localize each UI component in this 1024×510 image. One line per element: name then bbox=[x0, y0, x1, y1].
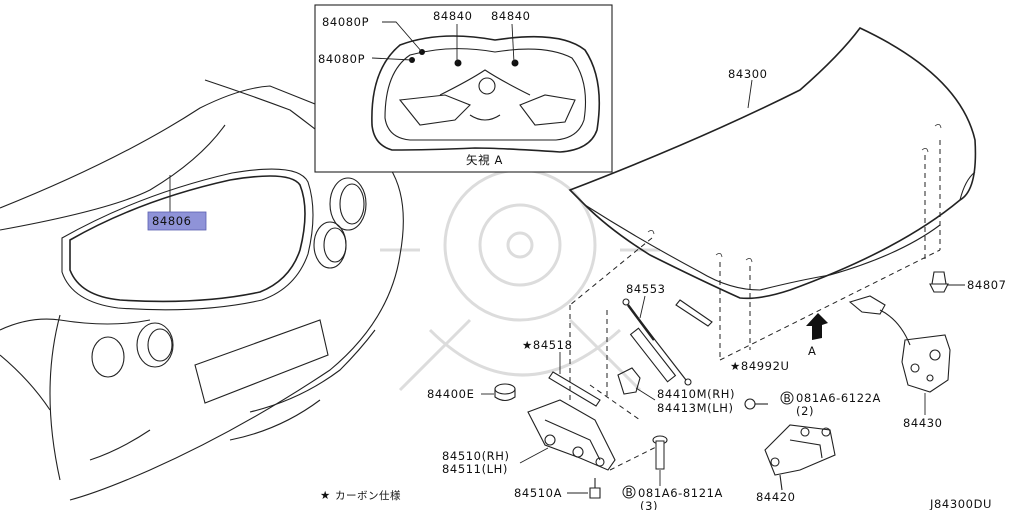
label-84510A[interactable]: 84510A bbox=[514, 486, 562, 500]
leader-84300 bbox=[747, 79, 753, 109]
label-84840-b[interactable]: 84840 bbox=[491, 9, 531, 23]
legend-symbol: ★ bbox=[320, 488, 331, 502]
trunk-lid bbox=[568, 26, 977, 300]
bracket-84992U bbox=[675, 299, 713, 327]
label-84992U[interactable]: ★84992U bbox=[730, 359, 790, 373]
svg-text:84806: 84806 bbox=[152, 214, 192, 228]
callout-bolt2[interactable]: B 081A6-8121A (3) bbox=[622, 485, 723, 510]
label-84080P-b[interactable]: 84080P bbox=[318, 52, 365, 66]
arrow-label-a: A bbox=[808, 344, 816, 358]
view-arrow-a bbox=[806, 313, 828, 340]
bolt1-marker: B bbox=[784, 393, 792, 405]
legend-text: カーボン仕様 bbox=[335, 489, 401, 502]
label-84400E[interactable]: 84400E bbox=[427, 387, 474, 401]
label-84413M[interactable]: 84413M(LH) bbox=[657, 401, 734, 415]
inset-view-a bbox=[314, 4, 613, 173]
bolt2-marker: B bbox=[626, 487, 634, 499]
label-84553[interactable]: 84553 bbox=[626, 282, 666, 296]
leader-84553 bbox=[639, 295, 646, 319]
car-body-outline bbox=[0, 79, 404, 501]
leader-84510 bbox=[519, 447, 549, 464]
label-84510[interactable]: 84510(RH) bbox=[442, 449, 510, 463]
gas-strut bbox=[622, 298, 692, 386]
strip-84518 bbox=[548, 371, 601, 407]
label-84300[interactable]: 84300 bbox=[728, 67, 768, 81]
label-bolt1-code[interactable]: 081A6-6122A bbox=[796, 391, 881, 405]
bolt-081A6-6122A bbox=[744, 398, 768, 410]
diagram-code: J84300DU bbox=[929, 497, 992, 510]
label-84430[interactable]: 84430 bbox=[903, 416, 943, 430]
label-84080P-a[interactable]: 84080P bbox=[322, 15, 369, 29]
legend: ★ カーボン仕様 bbox=[320, 488, 401, 502]
label-84807[interactable]: 84807 bbox=[967, 278, 1007, 292]
label-bolt2-qty: (3) bbox=[640, 499, 658, 510]
clip-84807 bbox=[929, 271, 949, 293]
dashed-guides bbox=[569, 140, 941, 471]
latch-84430 bbox=[848, 295, 951, 393]
lock-84420 bbox=[764, 424, 836, 491]
bolt-081A6-8121A bbox=[652, 435, 668, 470]
cap-84400E bbox=[494, 383, 516, 402]
label-84840-a[interactable]: 84840 bbox=[433, 9, 473, 23]
label-84518[interactable]: ★84518 bbox=[522, 338, 573, 352]
inset-caption: 矢視 A bbox=[466, 153, 503, 167]
callout-bolt1[interactable]: B 081A6-6122A (2) bbox=[780, 391, 881, 418]
hinge-84510 bbox=[527, 399, 616, 471]
label-bolt2-code[interactable]: 081A6-8121A bbox=[638, 486, 723, 500]
bolt-84510A bbox=[589, 478, 601, 499]
label-84806[interactable]: 84806 bbox=[147, 175, 207, 231]
hinge-stay-84410M bbox=[617, 367, 641, 395]
leader-84410M bbox=[635, 387, 656, 401]
label-84420[interactable]: 84420 bbox=[756, 490, 796, 504]
label-bolt1-qty: (2) bbox=[796, 404, 814, 418]
label-84511[interactable]: 84511(LH) bbox=[442, 462, 508, 476]
label-84410M[interactable]: 84410M(RH) bbox=[657, 387, 735, 401]
